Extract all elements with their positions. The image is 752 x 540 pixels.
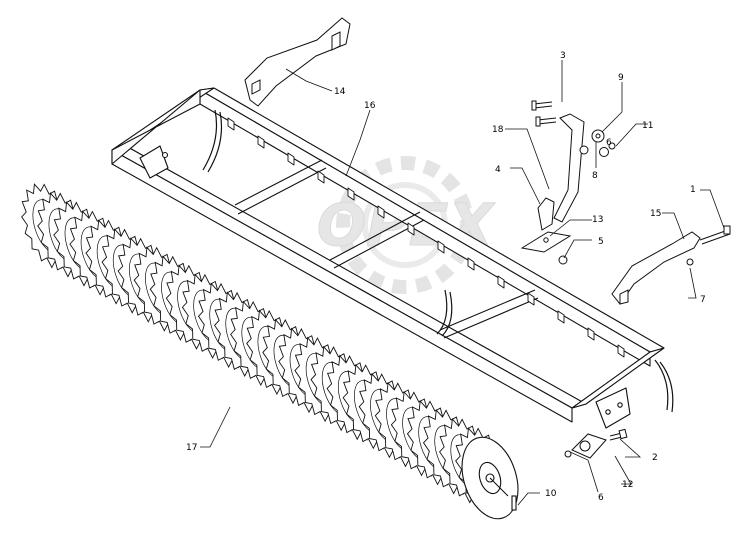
callout-15: 15 [650,209,661,219]
callout-4: 4 [495,165,501,175]
bearing-12 [564,433,607,459]
callout-13: 13 [592,215,603,225]
bolt-1 [699,225,731,245]
callout-3: 3 [560,51,566,61]
callout-2: 2 [652,453,658,463]
main-frame [111,87,674,429]
bracket-14 [244,17,351,107]
callout-1: 1 [690,185,696,195]
callout-16: 16 [364,101,376,111]
callout-6b: 6 [598,493,604,503]
callout-9: 9 [618,73,624,83]
callout-14: 14 [334,87,346,97]
callout-10: 10 [545,489,557,499]
callout-8: 8 [592,171,598,181]
bracket-15 [611,231,701,305]
callout-6a: 6 [606,138,612,148]
callout-11: 11 [642,121,653,131]
callout-17: 17 [186,443,197,453]
roller-drum [21,183,519,520]
bolt-2 [609,428,628,441]
callout-7: 7 [700,295,706,305]
callout-18: 18 [492,125,504,135]
tine-arm-18 [520,100,616,265]
callout-12: 12 [622,480,633,490]
leader-lines [200,60,725,506]
callout-5: 5 [598,237,604,247]
callout-labels: 1 2 3 4 5 6 6 7 8 9 10 11 12 13 14 15 16… [186,51,706,503]
